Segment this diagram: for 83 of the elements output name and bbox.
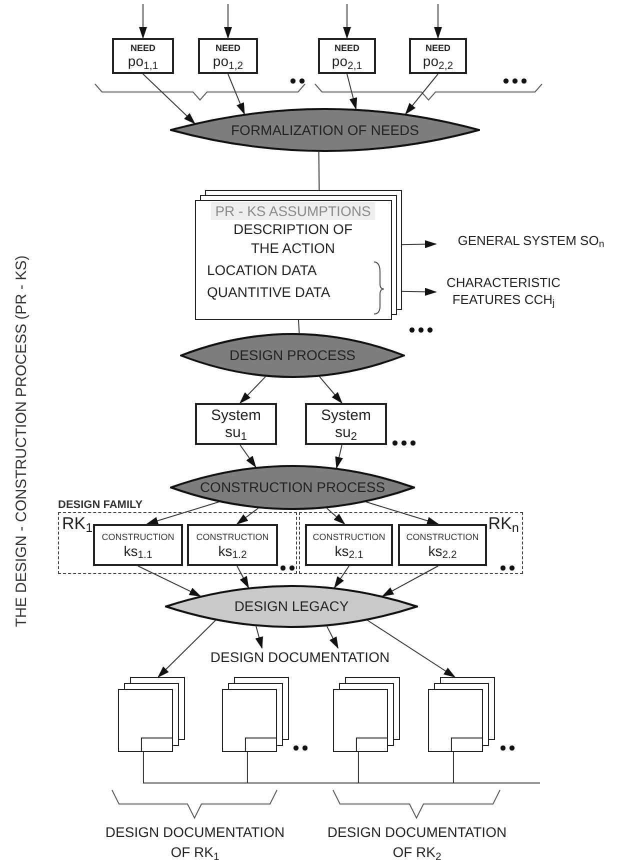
need-box: [409, 38, 467, 74]
arrow: [236, 508, 259, 525]
node-label: NEED: [334, 43, 360, 53]
node-label: ks$_{2.1}$: [334, 542, 364, 558]
arrow: [224, 4, 232, 39]
arrow: [139, 4, 147, 39]
arrow: [346, 74, 358, 110]
node-label: NEED: [425, 43, 450, 53]
output-label: GENERAL SYSTEM SO$_{n}$: [436, 232, 626, 256]
node-label: DESIGN PROCESS: [229, 346, 356, 365]
node-label: su$_{2}$: [334, 424, 358, 441]
arrow: [255, 626, 263, 649]
arrow: [319, 376, 343, 404]
arrow: [404, 74, 438, 115]
document-stack: [195, 190, 402, 320]
section-heading: DESIGN DOCUMENTATION: [205, 648, 395, 666]
dashed-frame: [58, 512, 297, 574]
node-label: su$_{1}$: [224, 424, 248, 441]
node-label: PR - KS ASSUMPTIONS: [211, 202, 375, 220]
need-box: [318, 38, 376, 74]
node-label: ks$_{1.2}$: [218, 542, 247, 558]
arrow: [142, 74, 196, 124]
node-label: CONSTRUCTION: [406, 532, 479, 542]
arrow: [402, 288, 437, 296]
node-label: po$_{1,2}$: [212, 53, 244, 69]
arrow: [236, 566, 249, 588]
node-label: CONSTRUCTION: [196, 532, 269, 542]
node-label: ks$_{2.2}$: [428, 542, 457, 558]
node-label: DESCRIPTION OF THE ACTION: [232, 220, 354, 258]
arrow: [366, 620, 456, 678]
construction-box: [305, 524, 393, 566]
document-stack: [333, 677, 400, 752]
node-label: System: [210, 407, 261, 424]
document-stack: [428, 677, 495, 752]
caption-text: DESIGN FAMILY: [58, 498, 143, 513]
node-label: ks$_{1.1}$: [124, 542, 152, 558]
node-label: CONSTRUCTION: [312, 532, 386, 542]
output-label: CHARACTERISTIC FEATURES CCH$_{j}$: [436, 274, 571, 310]
need-box: [198, 38, 258, 74]
arrow: [326, 626, 338, 649]
axis-title: THE DESIGN - CONSTRUCTION PROCESS (PR - KS): [12, 254, 31, 630]
node-label: LOCATION DATA: [206, 261, 317, 280]
arrow: [158, 620, 216, 678]
arrow: [239, 376, 266, 404]
node-label: CONSTRUCTION: [102, 532, 174, 542]
arrow: [382, 566, 439, 597]
node-label: NEED: [215, 43, 240, 53]
caption-text: DESIGN DOCUMENTATION OF RK$_{2}$: [326, 823, 508, 862]
arrow: [146, 501, 220, 525]
connector-line: [298, 320, 300, 334]
connector-line: [318, 151, 320, 190]
caption-text: DESIGN DOCUMENTATION OF RK$_{1}$: [104, 823, 286, 862]
arrow: [138, 566, 202, 597]
arrow: [402, 240, 437, 248]
arrow: [326, 508, 346, 525]
node-label: RK$_{1}$: [62, 514, 93, 534]
arrow: [434, 4, 442, 39]
arrow: [240, 444, 256, 468]
connector-line: [452, 752, 540, 784]
construction-box: [93, 524, 183, 566]
arrow: [366, 501, 439, 525]
arrow: [343, 4, 351, 39]
node-label: QUANTITIVE DATA: [206, 283, 330, 302]
node-label: po$_{1,1}$: [128, 53, 158, 69]
node-label: DESIGN LEGACY: [234, 597, 349, 616]
arrow: [228, 74, 245, 115]
node-label: FORMALIZATION OF NEEDS: [231, 120, 419, 140]
node-label: CONSTRUCTION PROCESS: [200, 478, 386, 497]
system-box: [195, 403, 277, 445]
arrow: [334, 566, 350, 588]
system-box: [305, 403, 387, 445]
arrow: [335, 444, 343, 469]
document-stack: [222, 677, 289, 752]
node-label: NEED: [130, 43, 156, 53]
document-stack: [118, 677, 185, 752]
node-label: System: [320, 407, 371, 424]
node-label: po$_{2,2}$: [422, 53, 454, 69]
construction-box: [187, 524, 278, 566]
dashed-frame: [299, 512, 523, 574]
construction-box: [398, 524, 487, 566]
node-label: po$_{2,1}$: [332, 53, 362, 69]
need-box: [112, 38, 174, 74]
node-label: RK$_{n}$: [488, 514, 519, 534]
